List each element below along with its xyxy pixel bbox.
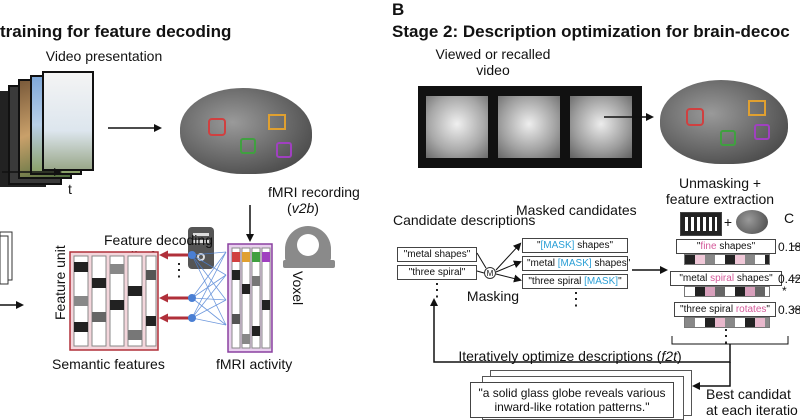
- unmasked-box-2: "metal spiral shapes": [670, 271, 782, 286]
- fmri-activity-grid: [227, 243, 273, 353]
- panel-b-title: Stage 2: Description optimization for br…: [392, 22, 790, 41]
- unmasked-box-1: "fine shapes": [676, 239, 776, 254]
- candidate-to-mask-2: [476, 270, 485, 274]
- candidate-ellipsis: ⋮: [428, 280, 446, 300]
- best-star: *: [782, 284, 787, 298]
- viewed-video-label: Viewed or recalled video: [435, 46, 551, 78]
- decoder-node-2: [188, 294, 196, 302]
- best-candidate-arrow: [692, 362, 731, 390]
- unmask-bracket: [671, 336, 789, 345]
- unmasking-title: Unmasking + feature extraction: [665, 175, 775, 207]
- fmri-activity-label: fMRI activity: [216, 356, 293, 372]
- iterate-loop-arrow: [430, 298, 731, 363]
- mask-to-masked-3: [495, 273, 522, 283]
- small-brain-icon: [736, 210, 768, 234]
- masked-box-1: "[MASK] shapes": [522, 238, 628, 253]
- masking-operator-icon: M: [484, 267, 496, 279]
- language-model-icon: [680, 212, 722, 236]
- iterate-label: Iteratively optimize descriptions (f2t): [458, 348, 682, 364]
- semantic-features-label: Semantic features: [52, 356, 165, 372]
- candidate-box-1: "metal shapes": [397, 247, 477, 262]
- candidate-to-mask-1: [476, 252, 487, 269]
- left-stack-front: [0, 235, 9, 285]
- decoder-ellipsis: ⋮: [170, 260, 188, 280]
- unmasked-ellipsis: ⋮: [717, 326, 735, 346]
- masked-box-3: "three spiral [MASK]": [522, 274, 628, 289]
- plus-sign: +: [723, 214, 733, 230]
- final-description-card: "a solid glass globe reveals various inw…: [470, 382, 674, 418]
- brain-image-b: [660, 80, 788, 164]
- panel-a-title: training for feature decoding: [0, 22, 232, 41]
- video-presentation-label: Video presentation: [45, 48, 163, 64]
- score-3: 0.38: [778, 303, 800, 317]
- decoder-node-1: [188, 251, 196, 259]
- feature-bar-2: [684, 286, 770, 297]
- feature-bar-1: [684, 254, 770, 265]
- fmri-recording-label: fMRI recording(v2b): [268, 184, 360, 216]
- decoder-node-3: [188, 314, 196, 322]
- mask-to-masked-2: [495, 260, 522, 273]
- mask-to-masked-1: [495, 242, 522, 271]
- masking-label: Masking: [466, 288, 520, 304]
- best-candidate-label: Best candidat at each iteratio: [706, 386, 798, 418]
- panel-b-letter: B: [392, 0, 405, 19]
- time-axis-label: t: [68, 181, 72, 197]
- video-frames-stack: [0, 71, 95, 187]
- decoder-network: [191, 251, 227, 326]
- score-2: 0.42: [778, 272, 800, 286]
- masked-candidates-label: Masked candidates: [516, 202, 637, 218]
- candidate-box-2: "three spiral": [397, 265, 477, 280]
- score-1: 0.18: [778, 240, 800, 254]
- mri-scanner-icon: [283, 224, 337, 272]
- film-strip: [418, 86, 642, 168]
- unmasked-box-3: "three spiral rotates": [674, 302, 776, 317]
- semantic-features-grid: [69, 251, 159, 351]
- masked-ellipsis: ⋮: [567, 289, 585, 309]
- brain-image-a: [180, 88, 312, 174]
- feature-bar-3: [684, 317, 770, 328]
- masked-box-2: "metal [MASK] shapes": [522, 256, 630, 271]
- cut-off-letter: C: [783, 210, 795, 226]
